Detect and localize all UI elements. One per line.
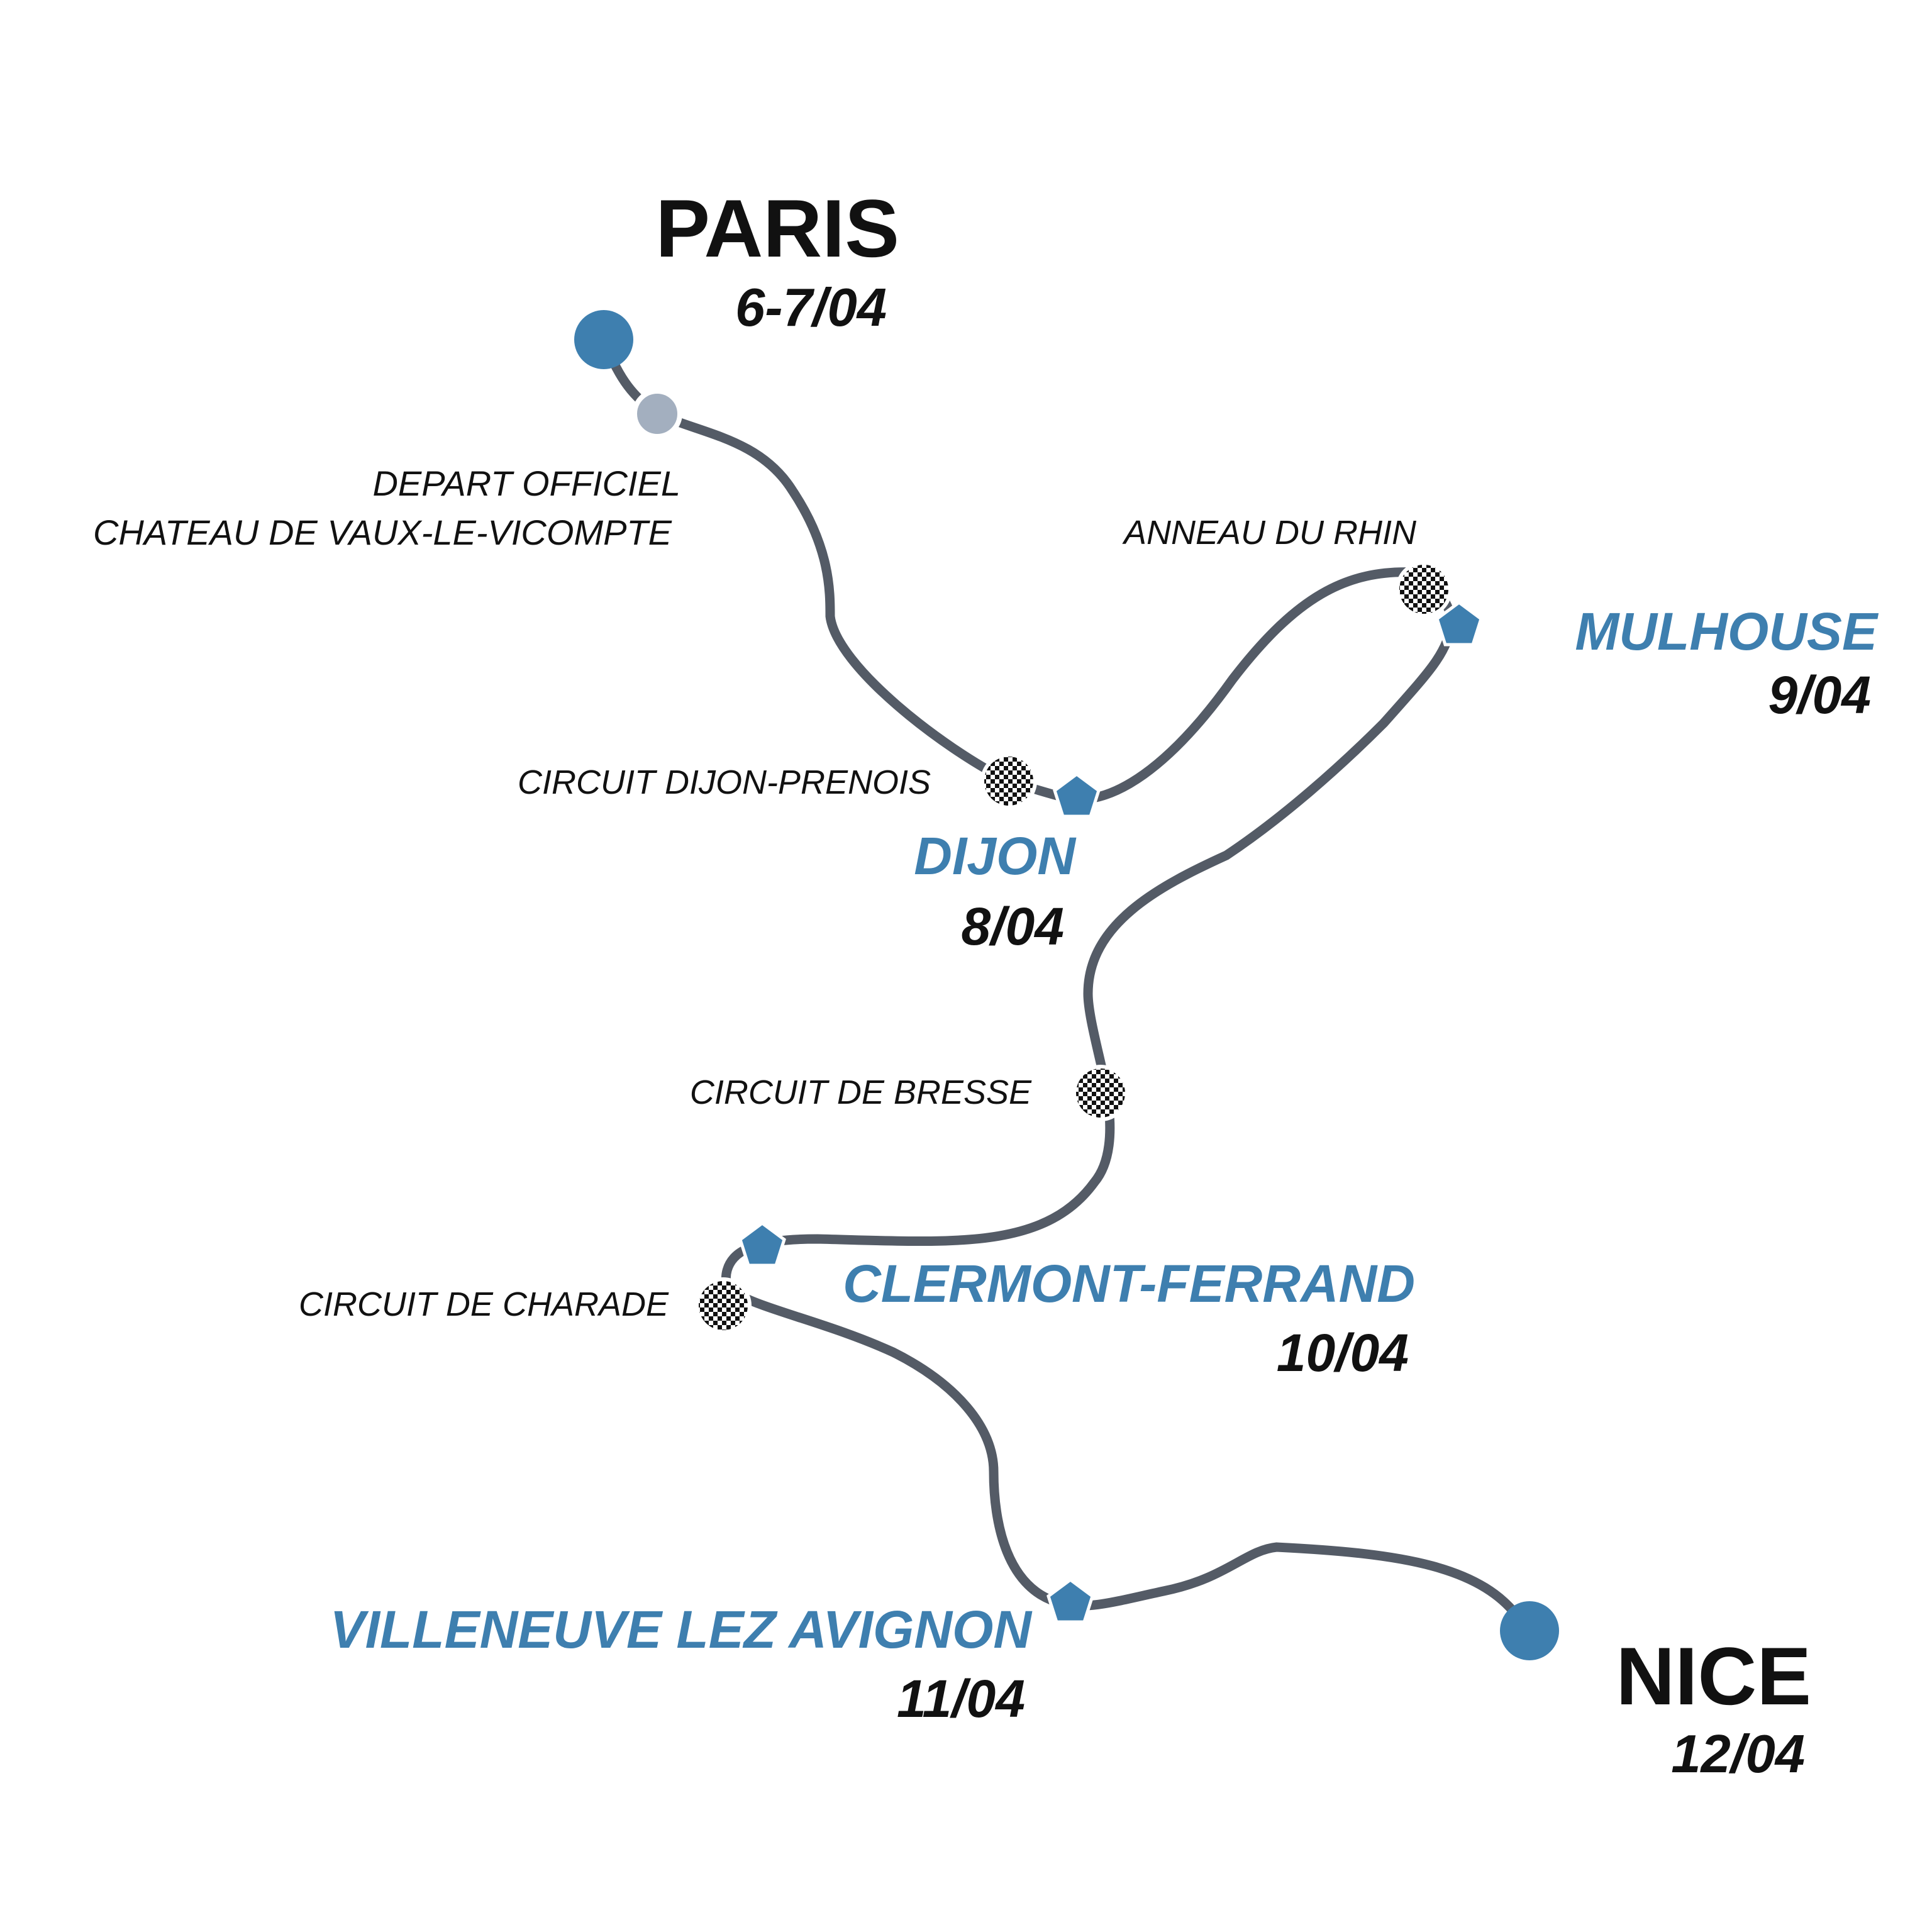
start-date-label: 6-7/04 (735, 278, 887, 338)
villeneuve-city-label: VILLENEUVE LEZ AVIGNON (330, 1600, 1033, 1659)
route-line (599, 335, 1527, 1628)
finish-date-label: 12/04 (1671, 1724, 1805, 1784)
mulhouse-city-label: MULHOUSE (1575, 602, 1879, 661)
circuit-charade-label: CIRCUIT DE CHARADE (299, 1285, 669, 1323)
anneau-du-rhin-checkered-flag-icon (1396, 561, 1452, 618)
nice-marker-icon (1500, 1601, 1559, 1660)
circuit-dijon-prenois-label: CIRCUIT DIJON-PRENOIS (518, 763, 931, 801)
finish-city-label: NICE (1616, 1630, 1811, 1722)
clermont-date-label: 10/04 (1277, 1323, 1409, 1382)
bresse-checkered-flag-icon (1072, 1065, 1129, 1121)
clermont-city-label: CLERMONT-FERRAND (843, 1254, 1415, 1313)
mulhouse-pentagon-marker-icon (1435, 600, 1483, 647)
clermont-pentagon-marker-icon (738, 1221, 786, 1267)
official-start-line1: DEPART OFFICIEL (372, 464, 680, 503)
start-city-label: PARIS (655, 182, 899, 274)
mulhouse-date-label: 9/04 (1768, 665, 1872, 724)
circuit-bresse-label: CIRCUIT DE BRESSE (690, 1074, 1032, 1111)
charade-checkered-flag-icon (695, 1277, 752, 1334)
villeneuve-date-label: 11/04 (897, 1669, 1025, 1728)
dijon-pentagon-marker-icon (1053, 772, 1101, 818)
villeneuve-pentagon-marker-icon (1046, 1577, 1094, 1624)
circuit-anneau-du-rhin-label: ANNEAU DU RHIN (1122, 514, 1417, 552)
dijon-city-label: DIJON (914, 826, 1077, 886)
official-start-marker-icon (632, 389, 682, 439)
dijon-date-label: 8/04 (962, 897, 1065, 956)
paris-marker-icon (574, 310, 633, 369)
official-start-line2: CHATEAU DE VAUX-LE-VICOMPTE (93, 513, 672, 552)
dijon-prenois-checkered-flag-icon (980, 753, 1037, 809)
